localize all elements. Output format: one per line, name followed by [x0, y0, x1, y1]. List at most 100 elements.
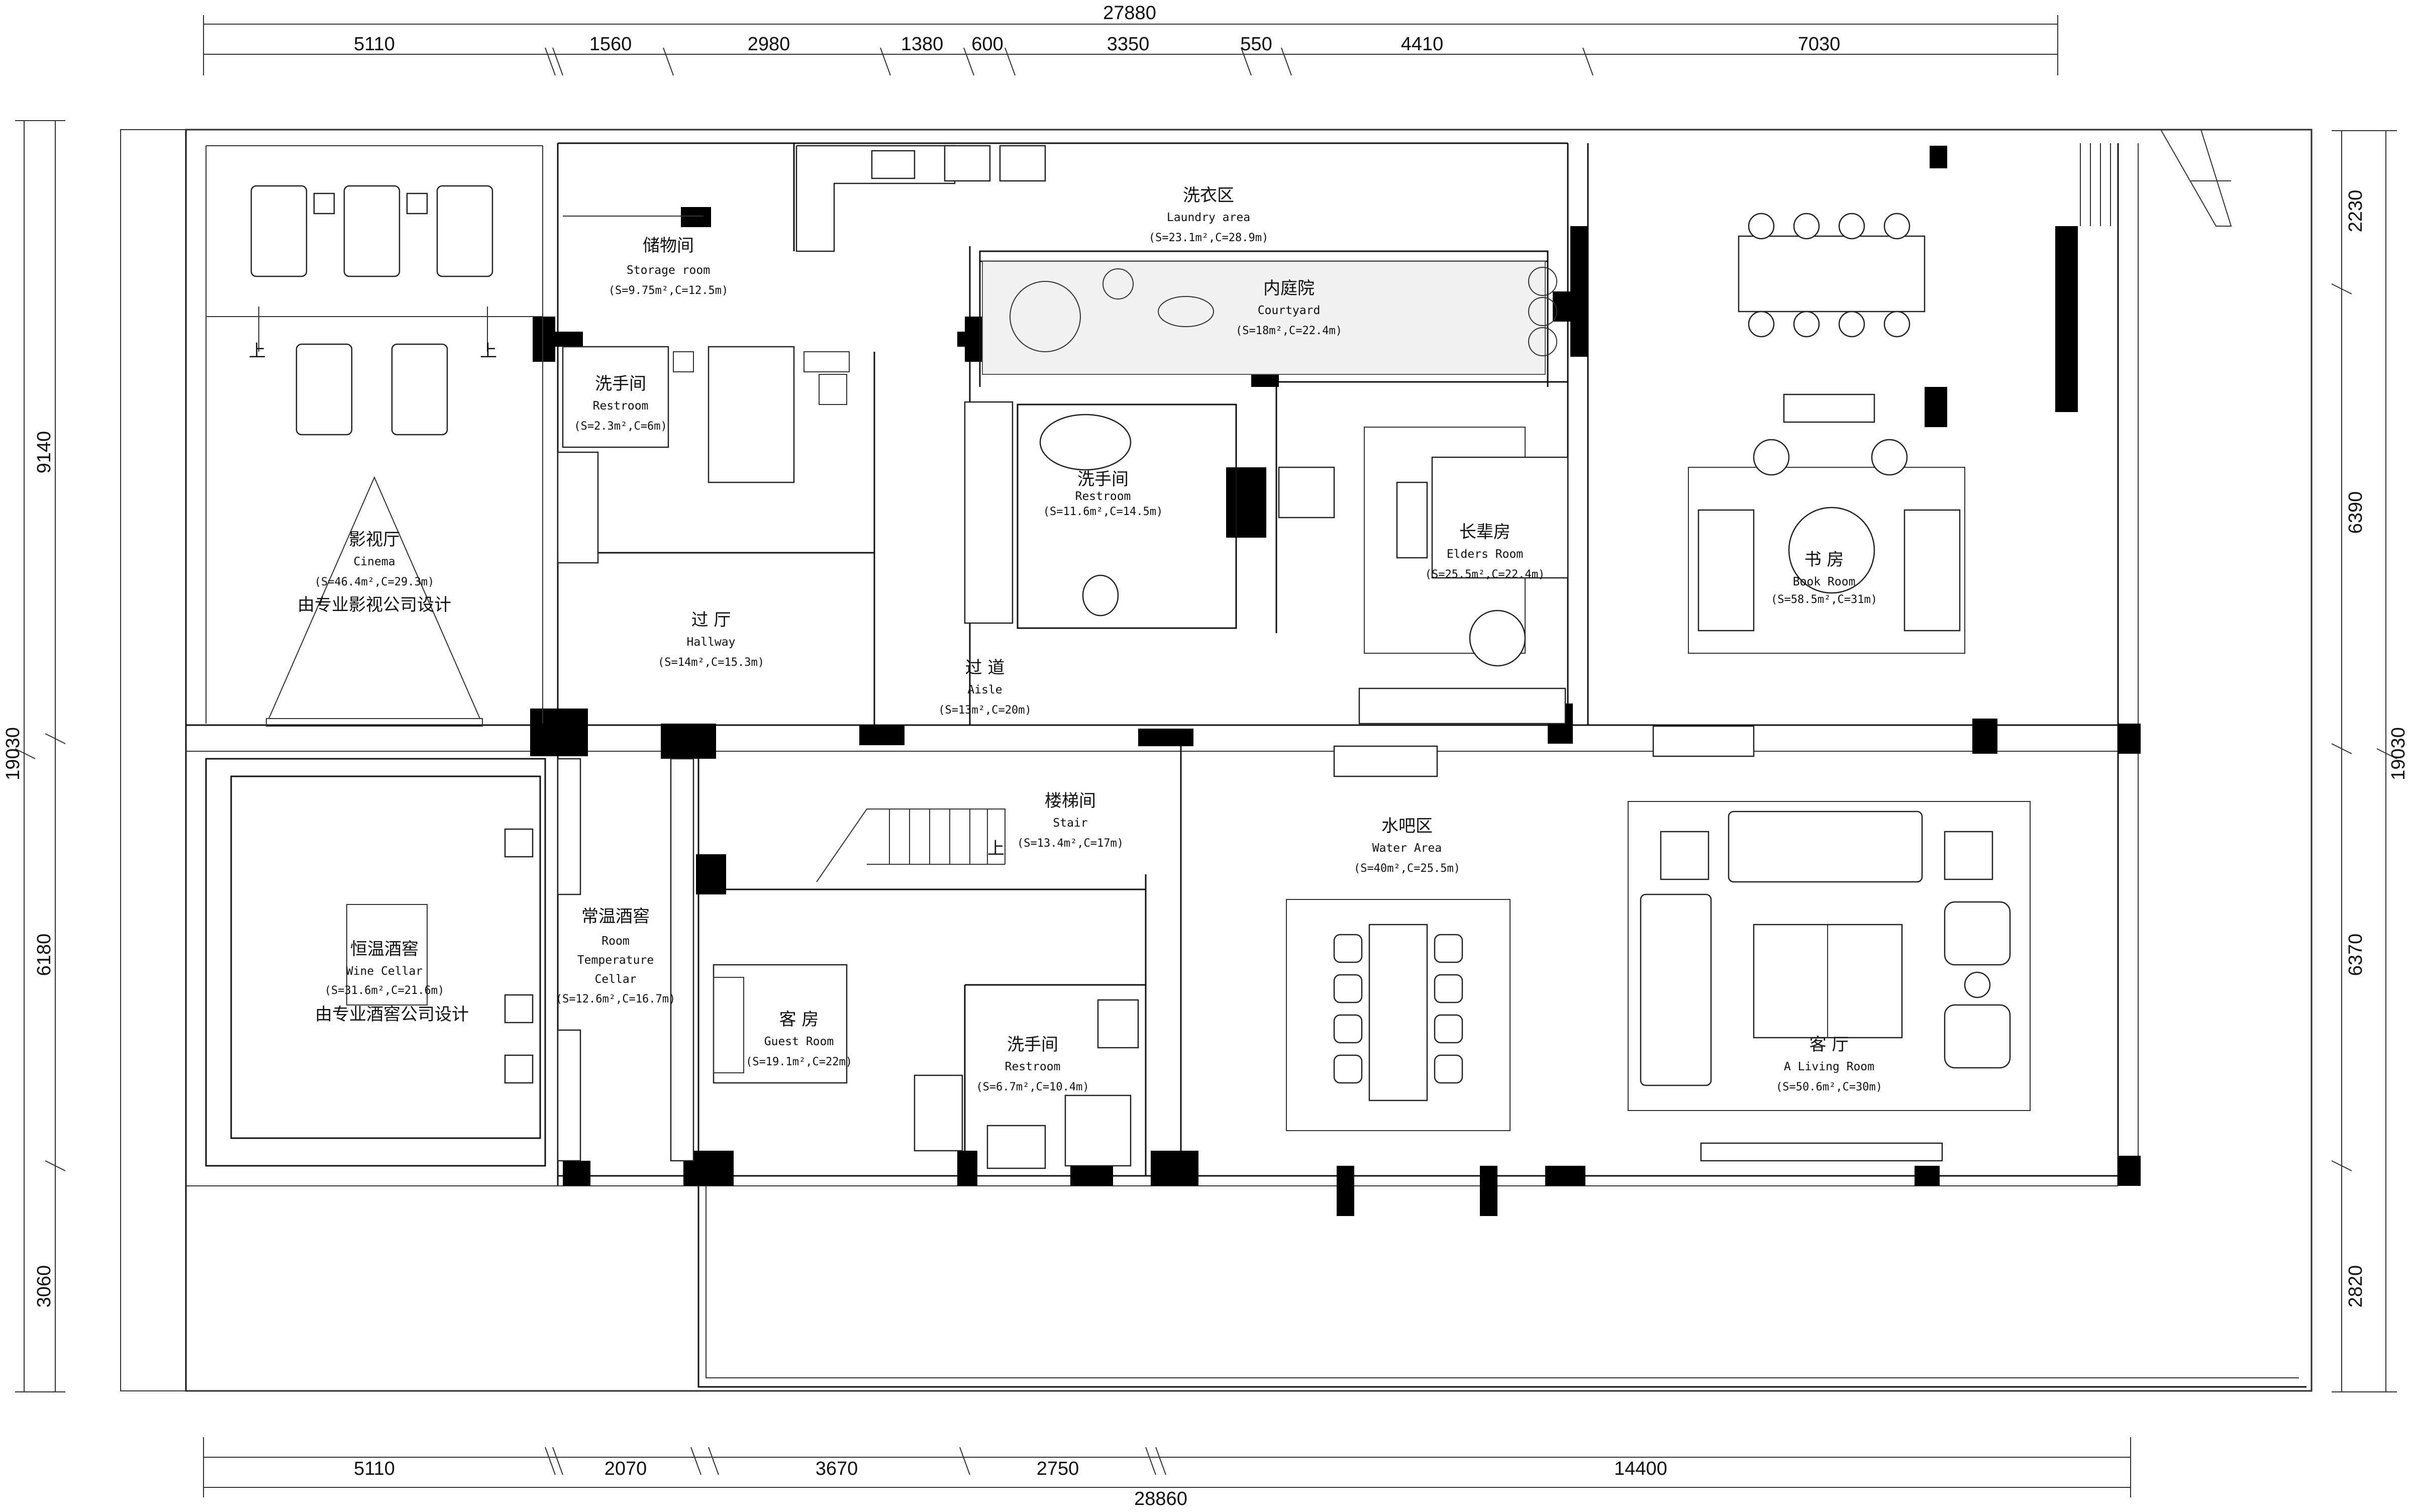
guest-room-zone: 客 房 Guest Room (S=19.1m²,C=22m): [713, 964, 963, 1152]
elders-label-zh: 长辈房: [1459, 522, 1511, 542]
hallway-label-en: Hallway: [687, 636, 736, 649]
room-temp-cellar-zone: 常温酒窖 Room Temperature Cellar (S=12.6m²,C…: [556, 758, 694, 1162]
restroom-main-area: (S=11.6m²,C=14.5m): [1043, 506, 1163, 518]
cinema-label-en: Cinema: [353, 555, 395, 568]
cinema-note: 由专业影视公司设计: [297, 595, 451, 615]
book-room-chairs: [1748, 213, 1911, 338]
dim-top-1: 5110: [354, 34, 395, 55]
dim-bottom-total: 28860: [1134, 1488, 1187, 1509]
storage-label-en: Storage room: [627, 264, 710, 277]
laundry-label-zh: 洗衣区: [1183, 185, 1234, 206]
stair-label-en: Stair: [1053, 817, 1087, 830]
hallway-area: (S=14m²,C=15.3m): [658, 656, 764, 669]
cinema-zone: 上 上 影视厅 Cinema (S=46.4m²,C=29.3m) 由专业影视公…: [206, 145, 543, 727]
water-area: (S=40m²,C=25.5m): [1354, 862, 1460, 875]
stair-label-zh: 楼梯间: [1045, 791, 1096, 811]
storage-label-zh: 储物间: [643, 236, 694, 256]
dim-left-3: 3060: [34, 1265, 55, 1308]
storage-zone: 储物间 Storage room (S=9.75m²,C=12.5m) 洗手间 …: [557, 216, 850, 564]
aisle-label-zh: 过 道: [965, 658, 1005, 678]
aisle-label-en: Aisle: [967, 683, 1002, 696]
restroom-guest-area: (S=6.7m²,C=10.4m): [976, 1081, 1089, 1093]
dimension-right: 2230 6390 19030 6370 2820: [2331, 130, 2409, 1392]
book-label-en: Book Room: [1793, 575, 1856, 588]
room-temp-label-en-3: Cellar: [594, 973, 636, 986]
elders-area: (S=25.5m²,C=22.4m): [1425, 568, 1545, 581]
dim-top-2: 1560: [589, 34, 632, 55]
laundry-label-en: Laundry area: [1167, 211, 1250, 224]
hallway-label-zh: 过 厅: [691, 610, 731, 630]
book-area: (S=58.5m²,C=31m): [1771, 593, 1877, 606]
storage-area: (S=9.75m²,C=12.5m): [609, 284, 728, 297]
restroom-main-label-zh: 洗手间: [1077, 469, 1129, 489]
restroom-guest-label-zh: 洗手间: [1007, 1035, 1058, 1055]
wine-cellar-label-zh: 恒温酒窖: [350, 939, 419, 959]
cinema-up-marker-right: 上: [480, 341, 497, 361]
courtyard-area: (S=18m²,C=22.4m): [1236, 325, 1342, 337]
dim-left-1: 9140: [34, 431, 55, 474]
book-label-zh: 书 房: [1804, 550, 1844, 570]
wine-cellar-area: (S=31.6m²,C=21.6m): [325, 984, 444, 997]
water-area-chairs: [1333, 934, 1463, 1084]
living-label-en: A Living Room: [1784, 1060, 1874, 1073]
living-label-zh: 客 厅: [1810, 1035, 1849, 1055]
restroom-small-area: (S=2.3m²,C=6m): [574, 420, 667, 433]
dim-top-3: 2980: [748, 34, 790, 55]
stair-area: (S=13.4m²,C=17m): [1017, 837, 1124, 850]
laundry-zone: 洗衣区 Laundry area (S=23.1m²,C=28.9m) 内庭院 …: [795, 145, 1557, 387]
guest-label-en: Guest Room: [764, 1035, 834, 1048]
cinema-label-zh: 影视厅: [349, 530, 400, 550]
restroom-small-label-zh: 洗手间: [595, 374, 646, 394]
dim-bottom-5: 14400: [1614, 1458, 1667, 1479]
restroom-main-zone: 洗手间 Restroom (S=11.6m²,C=14.5m): [964, 401, 1335, 629]
guest-label-zh: 客 房: [779, 1010, 819, 1030]
dim-right-total: 19030: [2388, 727, 2409, 780]
dim-top-total: 27880: [1103, 3, 1156, 24]
dim-top-9: 7030: [1798, 34, 1841, 55]
dimension-left: 9140 19030 6180 3060: [3, 120, 66, 1392]
wine-cellar-zone: 恒温酒窖 Wine Cellar (S=31.6m²,C=21.6m) 由专业酒…: [205, 758, 546, 1167]
wine-cellar-label-en: Wine Cellar: [346, 965, 423, 978]
stair-zone: 上 楼梯间 Stair (S=13.4m²,C=17m): [816, 791, 1124, 882]
dim-left-total: 19030: [3, 727, 24, 780]
cinema-seats: [250, 185, 493, 436]
water-label-zh: 水吧区: [1381, 816, 1433, 836]
living-area: (S=50.6m²,C=30m): [1776, 1081, 1882, 1093]
dim-right-4: 2820: [2345, 1265, 2366, 1308]
dim-bottom-4: 2750: [1037, 1458, 1079, 1479]
elders-label-en: Elders Room: [1447, 548, 1523, 561]
dim-bottom-3: 3670: [816, 1458, 858, 1479]
cinema-up-marker-left: 上: [249, 341, 266, 361]
dim-top-4: 1380: [901, 34, 944, 55]
water-label-en: Water Area: [1372, 842, 1442, 855]
dimension-bottom: 5110 2070 3670 2750 14400 28860: [203, 1437, 2131, 1509]
laundry-area: (S=23.1m²,C=28.9m): [1149, 232, 1268, 244]
dim-right-2: 6390: [2345, 491, 2366, 534]
book-room-zone: 书 房 Book Room (S=58.5m²,C=31m): [1688, 213, 1965, 654]
room-temp-label-en-1: Room: [601, 935, 629, 948]
living-room-zone: 客 厅 A Living Room (S=50.6m²,C=30m): [1628, 725, 2031, 1162]
dim-bottom-2: 2070: [605, 1458, 647, 1479]
dim-top-8: 4410: [1401, 34, 1444, 55]
restroom-guest-zone: 洗手间 Restroom (S=6.7m²,C=10.4m): [976, 999, 1139, 1169]
water-area-zone: 水吧区 Water Area (S=40m²,C=25.5m): [1286, 745, 1511, 1131]
entrance-steps: [2080, 129, 2232, 227]
dim-right-3: 6370: [2345, 934, 2366, 976]
stair-up-marker: 上: [987, 839, 1005, 859]
hallway-zone: 过 厅 Hallway (S=14m²,C=15.3m) 过 道 Aisle (…: [658, 610, 1032, 717]
cinema-area: (S=46.4m²,C=29.3m): [315, 576, 434, 588]
courtyard-label-en: Courtyard: [1258, 304, 1321, 317]
guest-area: (S=19.1m²,C=22m): [746, 1056, 852, 1068]
room-temp-label-en-2: Temperature: [577, 954, 654, 967]
dim-top-6: 3350: [1107, 34, 1150, 55]
room-temp-label-zh: 常温酒窖: [581, 906, 650, 927]
courtyard-label-zh: 内庭院: [1263, 278, 1315, 298]
elders-room-zone: 长辈房 Elders Room (S=25.5m²,C=22.4m): [1358, 427, 1569, 725]
dim-right-1: 2230: [2345, 190, 2366, 233]
wine-cellar-note: 由专业酒窖公司设计: [315, 1004, 469, 1025]
restroom-main-label-en: Restroom: [1075, 490, 1131, 503]
aisle-area: (S=13m²,C=20m): [938, 704, 1031, 717]
dim-bottom-1: 5110: [354, 1458, 395, 1479]
restroom-small-label-en: Restroom: [593, 399, 649, 413]
